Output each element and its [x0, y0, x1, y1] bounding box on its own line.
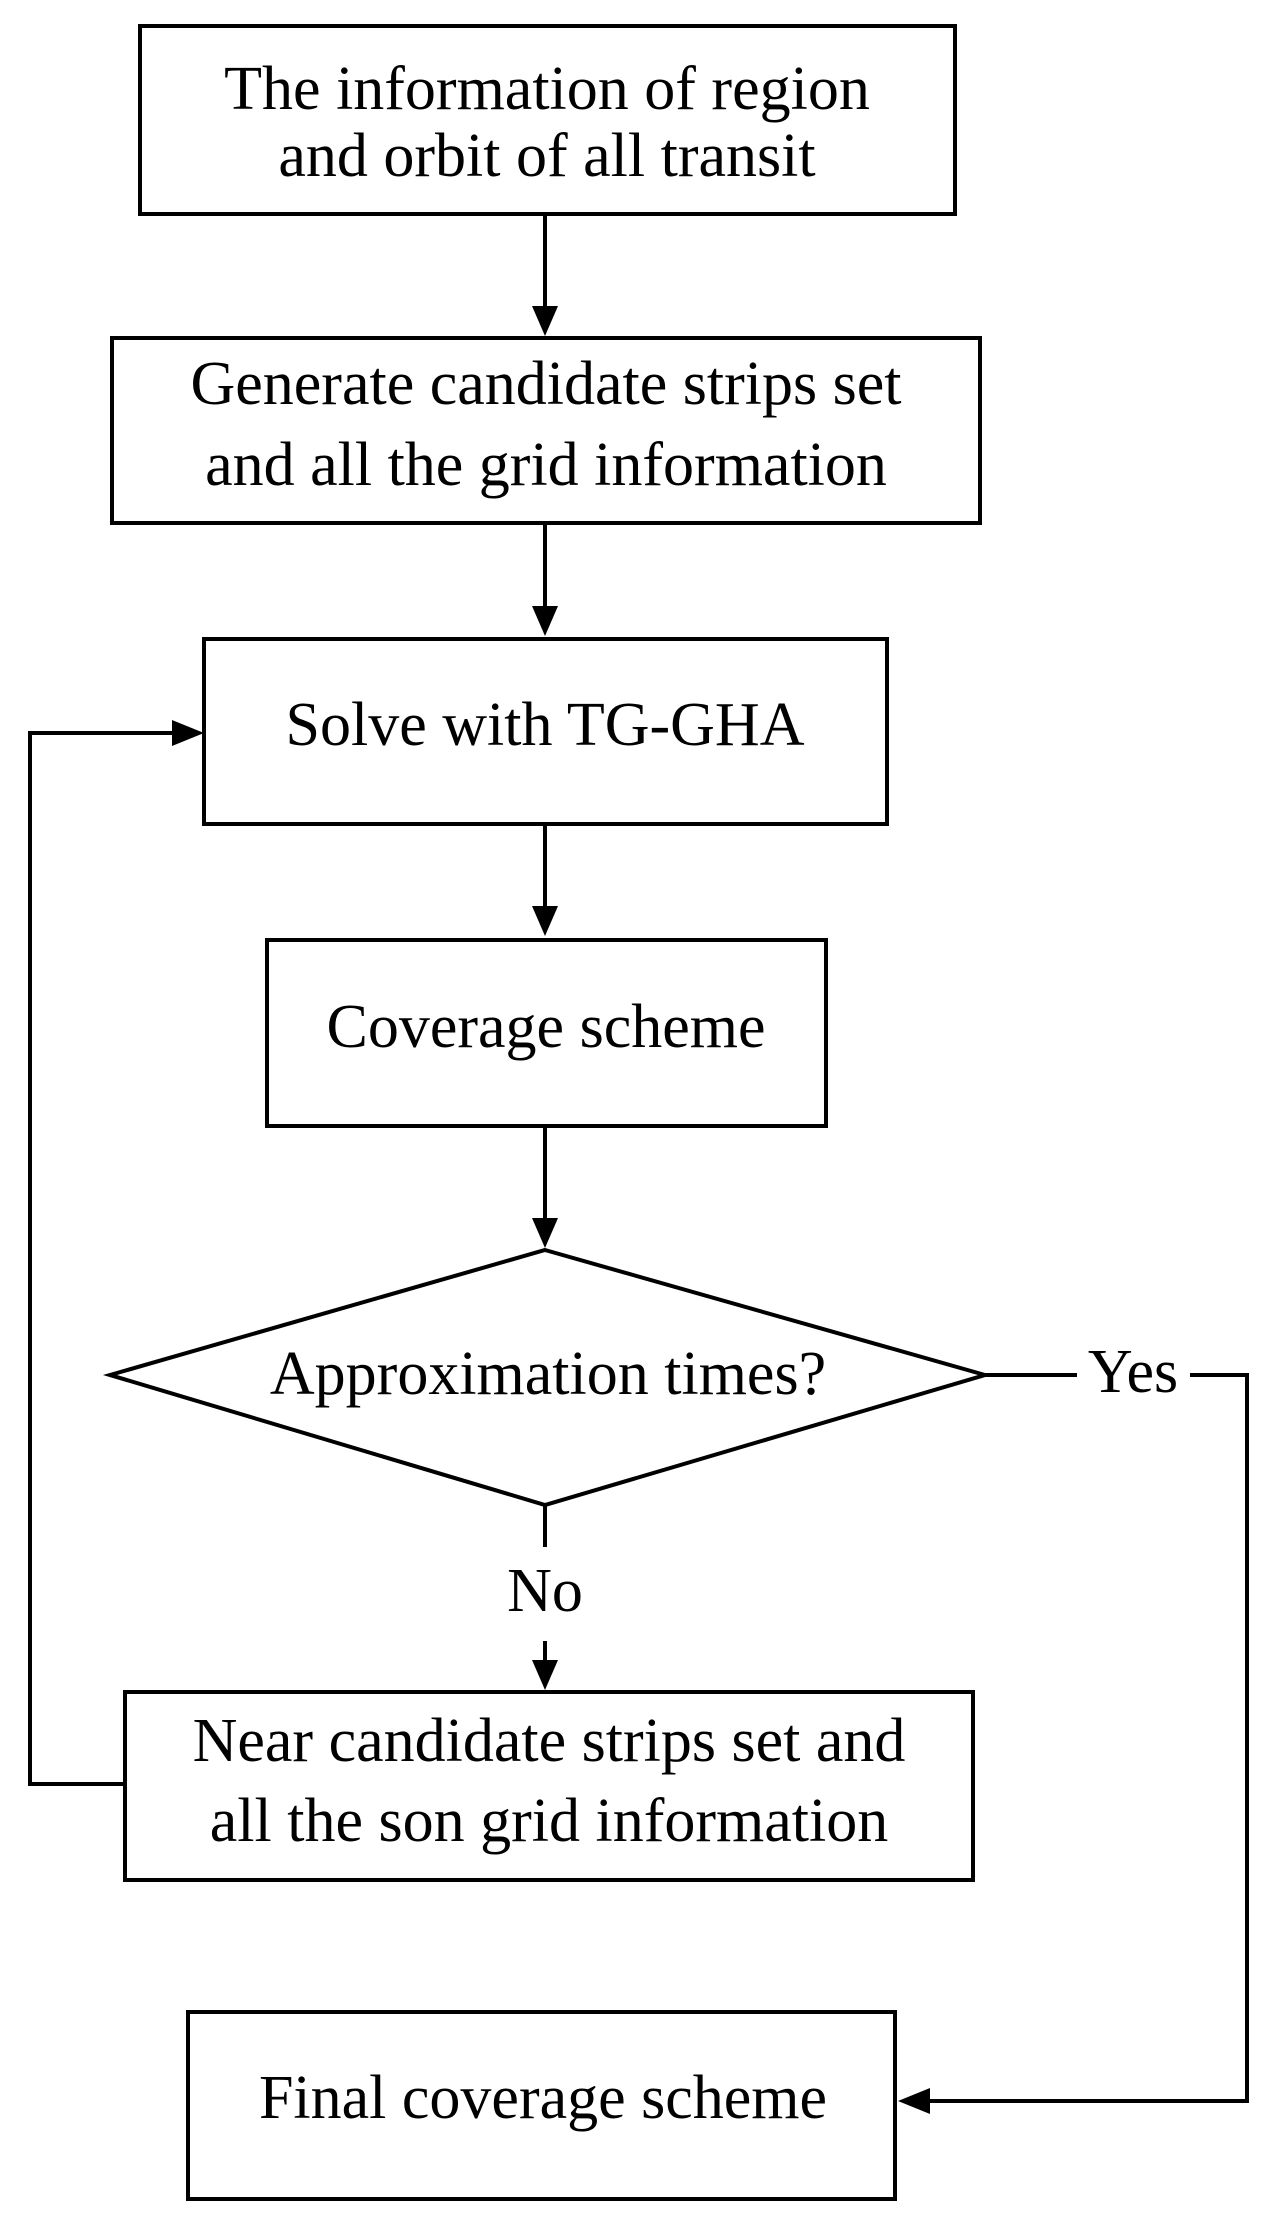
arrowhead-icon	[532, 906, 558, 936]
node-near-strips-line1: Near candidate strips set and	[193, 1707, 906, 1775]
arrowhead-icon	[532, 1218, 558, 1248]
edge-yes-label: Yes	[1088, 1338, 1178, 1406]
edge-no-label: No	[507, 1557, 583, 1625]
arrowhead-icon	[898, 2088, 930, 2114]
node-solve-tg-gha-label: Solve with TG-GHA	[286, 691, 805, 759]
node-input-info: The information of region and orbit of a…	[138, 24, 957, 216]
edge-coverage-to-decision	[532, 1126, 558, 1248]
node-generate-strips-line2: and all the grid information	[205, 431, 887, 499]
node-coverage-scheme: Coverage scheme	[265, 938, 828, 1128]
node-input-info-line1: The information of region	[224, 55, 870, 123]
edge-no-to-near: No	[507, 1505, 583, 1690]
arrowhead-icon	[532, 606, 558, 636]
edge-loop-back-to-solve	[28, 720, 204, 1786]
node-near-strips-line2: all the son grid information	[210, 1787, 888, 1855]
node-generate-strips: Generate candidate strips set and all th…	[110, 336, 982, 525]
edge-yes-to-final: Yes	[898, 1338, 1249, 2114]
edge-solve-to-coverage	[532, 824, 558, 936]
node-input-info-line2: and orbit of all transit	[278, 122, 815, 190]
node-approximation-decision: Approximation times?	[102, 1247, 993, 1508]
arrowhead-icon	[532, 1660, 558, 1690]
node-approximation-decision-label: Approximation times?	[270, 1340, 826, 1408]
edge-generate-to-solve	[532, 523, 558, 636]
node-generate-strips-line1: Generate candidate strips set	[191, 350, 902, 418]
node-coverage-scheme-label: Coverage scheme	[327, 993, 766, 1061]
arrowhead-icon	[532, 306, 558, 336]
node-final-scheme: Final coverage scheme	[186, 2010, 897, 2201]
arrowhead-icon	[172, 720, 204, 746]
edge-input-to-generate	[532, 214, 558, 336]
node-near-strips: Near candidate strips set and all the so…	[123, 1690, 975, 1882]
node-solve-tg-gha: Solve with TG-GHA	[202, 637, 889, 826]
node-final-scheme-label: Final coverage scheme	[259, 2064, 827, 2132]
